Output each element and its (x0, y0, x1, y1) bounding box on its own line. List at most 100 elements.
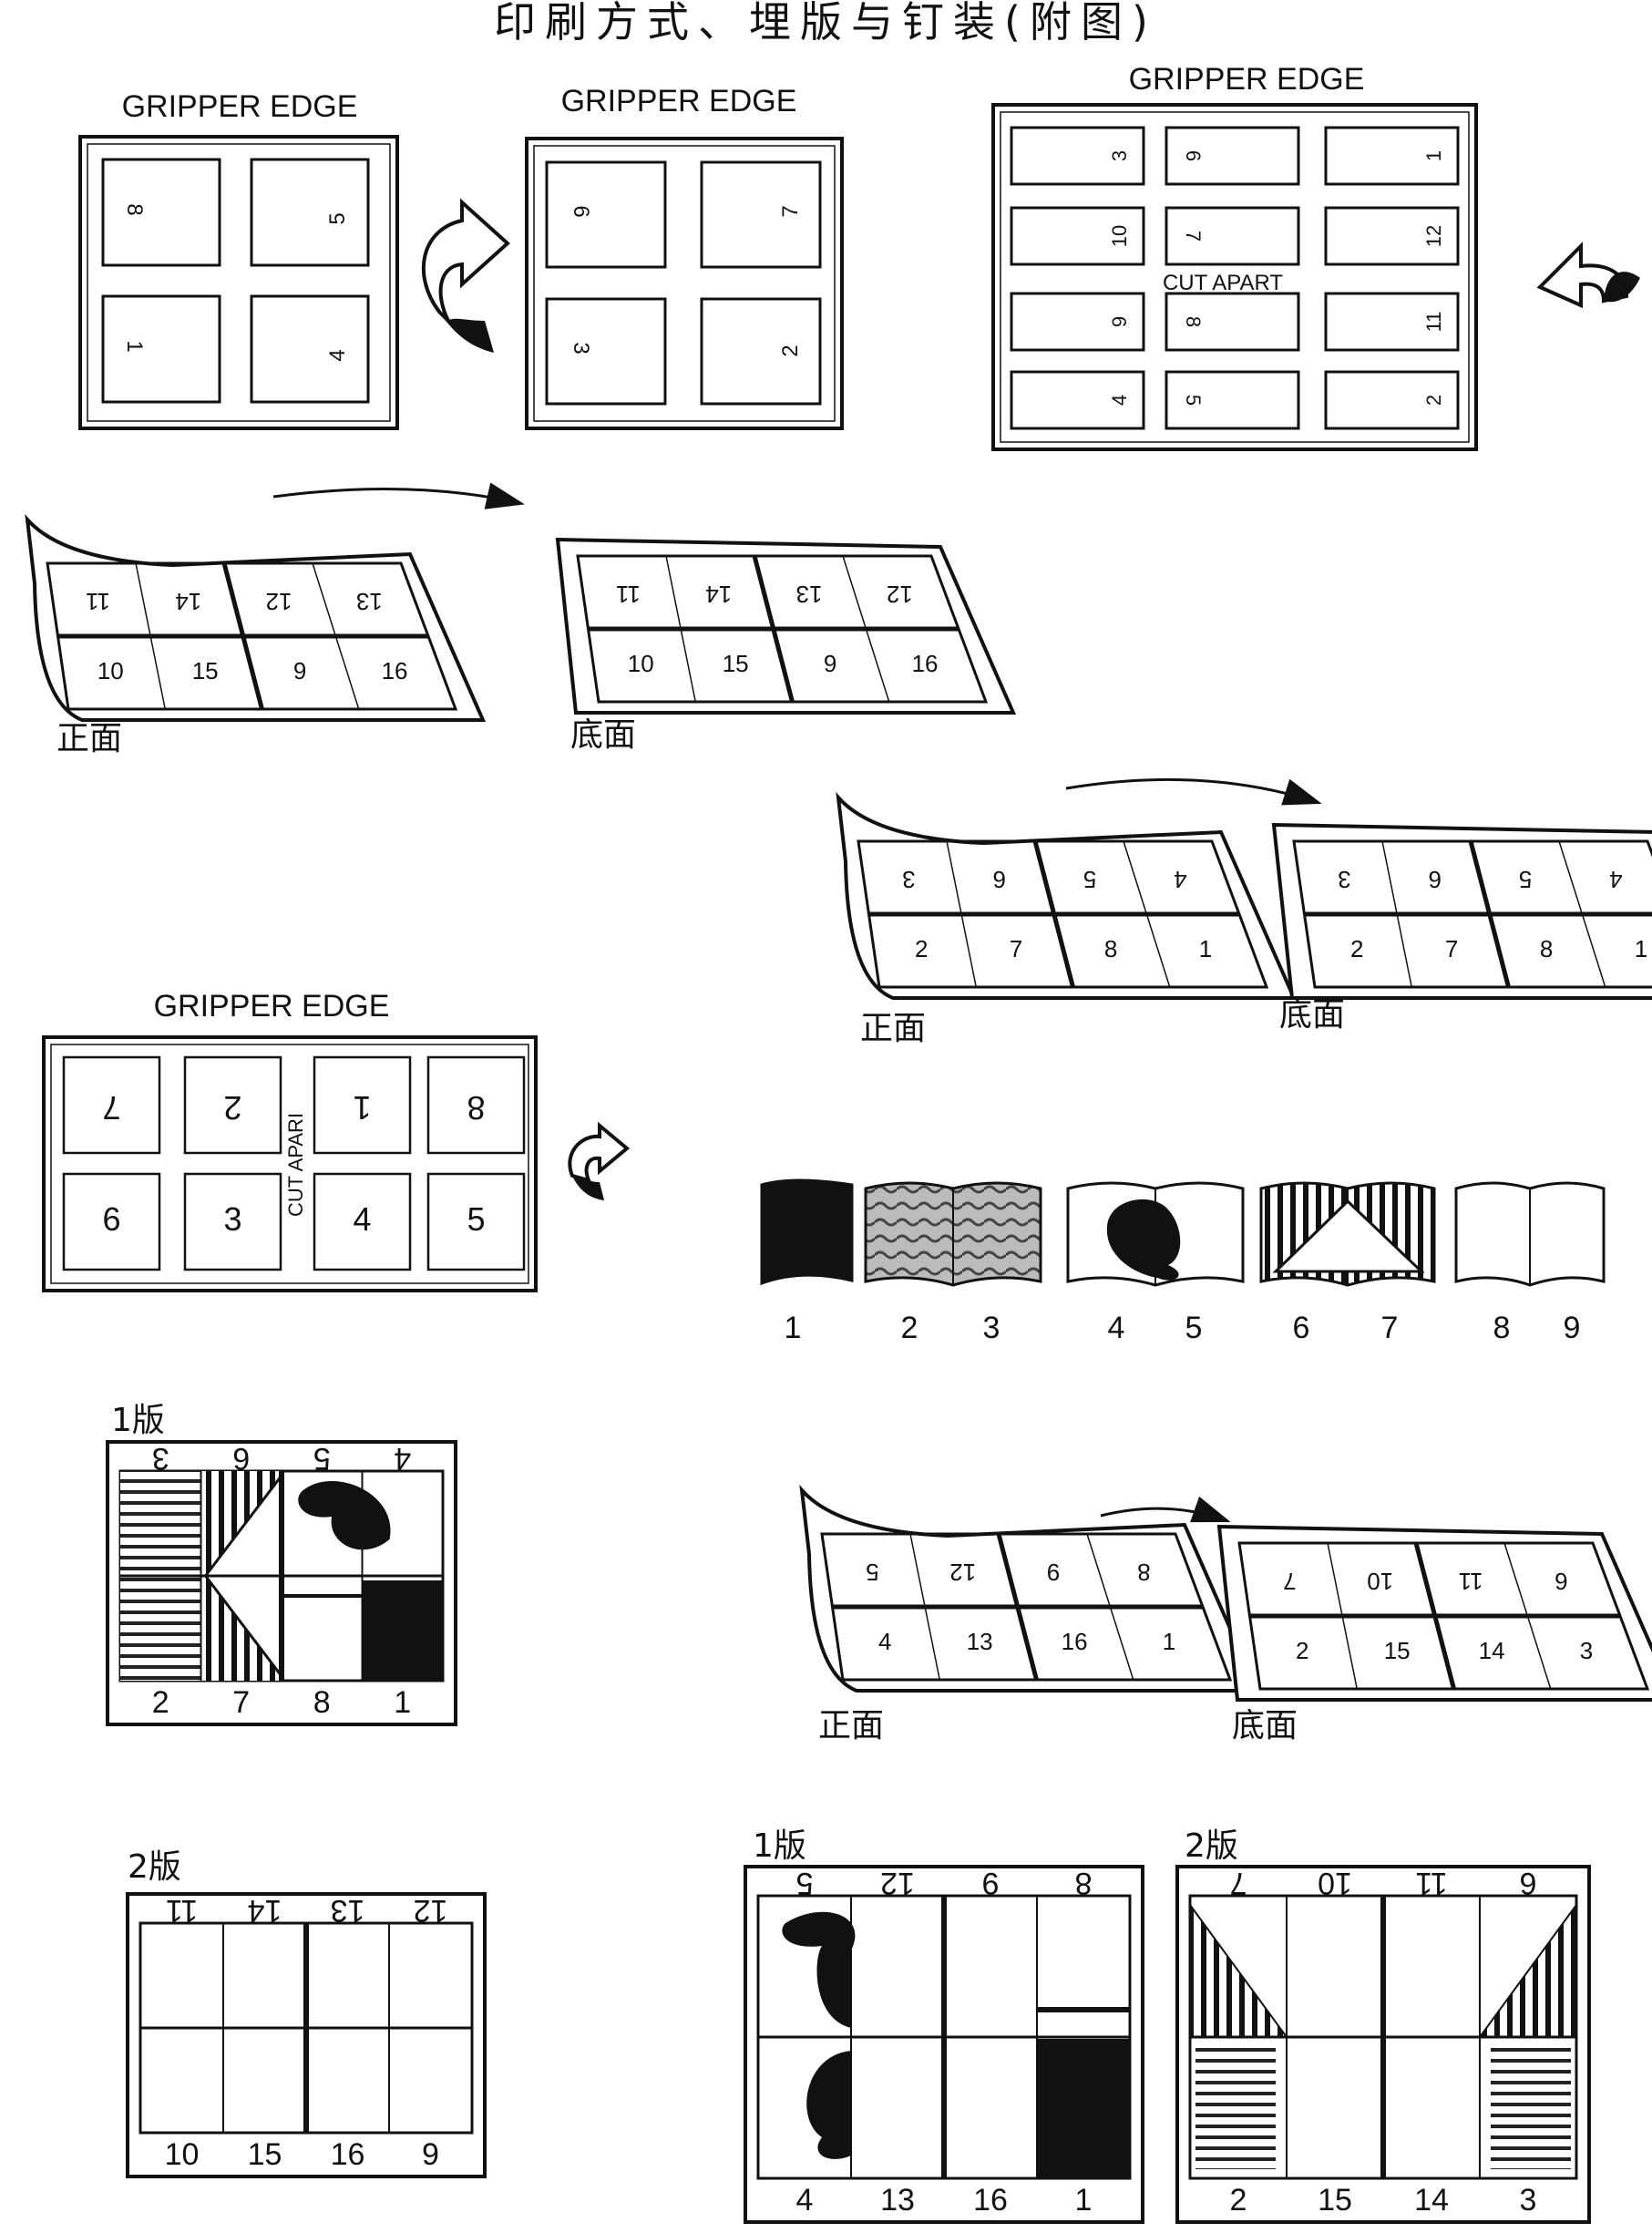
fold-line (909, 1533, 940, 1681)
page-number: 13 (331, 1893, 365, 1928)
fold-line (752, 555, 795, 703)
sheet-a-back: GRIPPER EDGE 6 7 3 2 (525, 84, 844, 430)
page-number: 12 (880, 1866, 915, 1900)
page-number: 5 (866, 1559, 878, 1586)
page-number: 2 (901, 1311, 918, 1345)
page-panel (426, 1172, 526, 1271)
page-number: 8 (1493, 1311, 1511, 1345)
page-number: 6 (232, 1441, 250, 1476)
page-number: 8 (1075, 1866, 1093, 1900)
plate-label: 2版 (1185, 1827, 1238, 1865)
book-page (760, 1178, 854, 1286)
page-number: 4 (878, 1628, 891, 1655)
page-number: 11 (616, 581, 641, 608)
page-number: 3 (1338, 866, 1350, 893)
illustration-blob (1106, 1199, 1181, 1281)
page-number: 5 (796, 1866, 814, 1900)
plate-label: 2版 (128, 1848, 181, 1886)
fold-line (946, 840, 977, 988)
page-number: 2 (1296, 1637, 1308, 1664)
page-panel (1010, 370, 1145, 430)
cut-apart-label: CUT APARI (284, 1113, 307, 1217)
fold-line (665, 555, 696, 703)
page-number: 9 (293, 657, 306, 684)
illustration-triangle (1272, 1199, 1425, 1273)
page-number: 3 (223, 1200, 241, 1238)
sheet-outline (25, 513, 487, 722)
page-number: 6 (1520, 1866, 1537, 1900)
page-number: 8 (1182, 316, 1205, 327)
page-panel (1165, 126, 1300, 186)
page-number: 2 (778, 345, 803, 356)
plate-label: 1版 (753, 1827, 806, 1865)
bottom-label: 底面 (1279, 996, 1345, 1034)
fold-line (1032, 840, 1075, 988)
art-stripes (1491, 2046, 1571, 2169)
page-number: 4 (1609, 866, 1622, 893)
gripper-edge-label: GRIPPER EDGE (1129, 62, 1365, 97)
page-number: 7 (1182, 231, 1205, 242)
page-number: 6 (1182, 150, 1205, 161)
page-number: 8 (313, 1685, 331, 1720)
page-number: 2 (1350, 935, 1363, 962)
page-number: 4 (1108, 1311, 1125, 1345)
sheet-inner (576, 554, 989, 704)
page-number: 16 (1062, 1628, 1088, 1655)
page-number: 7 (1445, 935, 1458, 962)
fold-line (842, 555, 890, 703)
page-number: 3 (152, 1441, 169, 1476)
page-number: 1 (785, 1311, 802, 1345)
art-blob (806, 2051, 851, 2159)
page-number: 1 (394, 1685, 411, 1720)
page-number: 1 (1163, 1628, 1175, 1655)
page-number: 11 (1415, 1866, 1447, 1900)
page-number: 16 (912, 650, 939, 677)
page-number: 15 (248, 2137, 282, 2172)
page-panel (1324, 370, 1460, 430)
page-number: 1 (122, 340, 147, 352)
page-panel (313, 1055, 412, 1155)
page-number: 7 (778, 205, 803, 217)
front-label: 正面 (56, 720, 122, 757)
page-number: 4 (796, 2183, 814, 2218)
page-number: 15 (1384, 1637, 1411, 1664)
page-number: 10 (628, 650, 654, 677)
fold-line (1503, 1542, 1552, 1690)
page-number: 7 (1230, 1866, 1247, 1900)
page-number: 8 (1137, 1559, 1150, 1586)
art-solid (362, 1580, 443, 1681)
page-number: 3 (1520, 2183, 1537, 2218)
art-solid (1037, 2039, 1130, 2178)
page-panel (1165, 206, 1300, 266)
fold-line (1123, 840, 1171, 988)
page-number: 13 (880, 2183, 915, 2218)
page-number: 6 (1555, 1568, 1567, 1595)
page-number: 1 (1635, 935, 1647, 962)
page-number: 6 (102, 1200, 120, 1238)
page-panel (1010, 292, 1145, 352)
flow-arrow (272, 482, 525, 509)
page-panel (426, 1055, 526, 1155)
page-number: 13 (796, 581, 823, 608)
page-number: 15 (1318, 2183, 1352, 2218)
turn-arrow-icon (568, 1121, 631, 1200)
page-number: 12 (266, 588, 292, 615)
page-panel (1010, 126, 1145, 186)
plate-label: 1版 (111, 1402, 165, 1439)
page-number: 16 (382, 657, 408, 684)
page-number: 2 (915, 935, 928, 962)
fold-line (1558, 840, 1606, 988)
page-number: 6 (992, 866, 1005, 893)
page-number: 11 (166, 1893, 198, 1928)
page-panel (1324, 126, 1460, 186)
page-number: 6 (1428, 866, 1441, 893)
page-number: 2 (1230, 2183, 1247, 2218)
sheet-inner (1292, 839, 1652, 989)
flow-arrow (1065, 777, 1322, 806)
page-number: 15 (723, 650, 749, 677)
